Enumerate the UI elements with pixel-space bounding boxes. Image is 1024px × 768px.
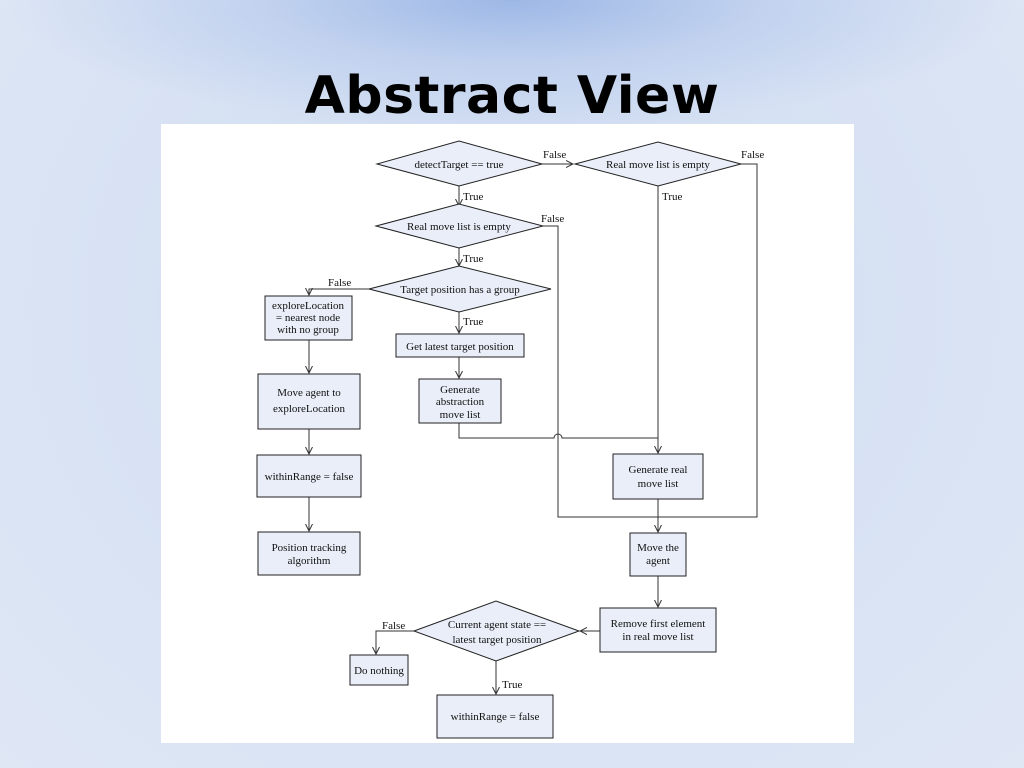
process-move-the-agent: Move the agent: [629, 532, 687, 577]
process-position-tracking: Position tracking algorithm: [257, 531, 361, 576]
edge-label-detect-false: False: [543, 149, 566, 161]
svg-text:withinRange = false: withinRange = false: [265, 471, 354, 483]
svg-text:detectTarget == true: detectTarget == true: [414, 159, 503, 171]
process-within-range-false-bottom: withinRange = false: [436, 694, 554, 739]
svg-text:withinRange = false: withinRange = false: [451, 711, 540, 723]
edge-label-top-empty-false: False: [741, 149, 764, 161]
process-within-range-false-left: withinRange = false: [256, 454, 362, 498]
svg-text:Remove first element: Remove first element: [611, 618, 706, 630]
svg-text:exploreLocation: exploreLocation: [273, 403, 346, 415]
svg-text:with no group: with no group: [277, 324, 339, 336]
svg-text:Position tracking: Position tracking: [272, 542, 347, 554]
svg-text:move list: move list: [638, 478, 679, 490]
svg-text:move list: move list: [440, 409, 481, 421]
svg-text:Current agent state ==: Current agent state ==: [448, 619, 546, 631]
connectors: [309, 164, 758, 694]
edge-label-state-true: True: [502, 679, 522, 691]
decision-current-agent-state: Current agent state == latest target pos…: [412, 600, 581, 662]
edge-label-top-empty-true: True: [662, 191, 682, 203]
process-remove-first-element: Remove first element in real move list: [599, 607, 717, 653]
svg-text:Move the: Move the: [637, 542, 679, 554]
svg-text:Get latest target position: Get latest target position: [406, 341, 514, 353]
decision-detect-target: detectTarget == true: [375, 140, 544, 187]
edge-label-detect-true: True: [463, 191, 483, 203]
process-get-latest-target: Get latest target position: [395, 333, 525, 358]
svg-text:agent: agent: [646, 555, 670, 567]
svg-text:Move agent to: Move agent to: [277, 387, 341, 399]
flowchart-panel: False False True True False True False T…: [161, 124, 854, 743]
svg-text:Target position has a group: Target position has a group: [400, 284, 520, 296]
edge-label-group-false: False: [328, 277, 351, 289]
svg-text:Real move list is empty: Real move list is empty: [407, 221, 511, 233]
edge-label-group-true: True: [463, 316, 483, 328]
process-explore-location: exploreLocation = nearest node with no g…: [264, 295, 353, 341]
svg-text:Generate real: Generate real: [629, 464, 688, 476]
edge-label-empty-false: False: [541, 213, 564, 225]
edge-label-empty-true: True: [463, 253, 483, 265]
flowchart: False False True True False True False T…: [256, 140, 764, 739]
svg-text:in real move list: in real move list: [622, 631, 693, 643]
title-background-glow: [0, 0, 1024, 130]
slide-title: Abstract View: [304, 66, 720, 126]
decision-target-position-group: Target position has a group: [368, 265, 552, 313]
edge-label-state-false: False: [382, 620, 405, 632]
svg-text:latest target position: latest target position: [452, 634, 542, 646]
process-generate-abstraction: Generate abstraction move list: [418, 378, 502, 424]
svg-text:Do nothing: Do nothing: [354, 665, 404, 677]
process-generate-real-move-list: Generate real move list: [612, 453, 704, 500]
svg-text:Real move list is empty: Real move list is empty: [606, 159, 710, 171]
svg-text:Generate: Generate: [440, 384, 480, 396]
decision-real-move-list-empty-top: Real move list is empty: [573, 141, 743, 187]
svg-text:exploreLocation: exploreLocation: [272, 300, 345, 312]
process-move-agent-explore: Move agent to exploreLocation: [257, 373, 361, 430]
decision-real-move-list-empty: Real move list is empty: [374, 203, 545, 249]
svg-text:= nearest node: = nearest node: [276, 312, 340, 324]
svg-text:abstraction: abstraction: [436, 396, 485, 408]
process-do-nothing: Do nothing: [349, 654, 409, 686]
svg-text:algorithm: algorithm: [288, 555, 331, 567]
